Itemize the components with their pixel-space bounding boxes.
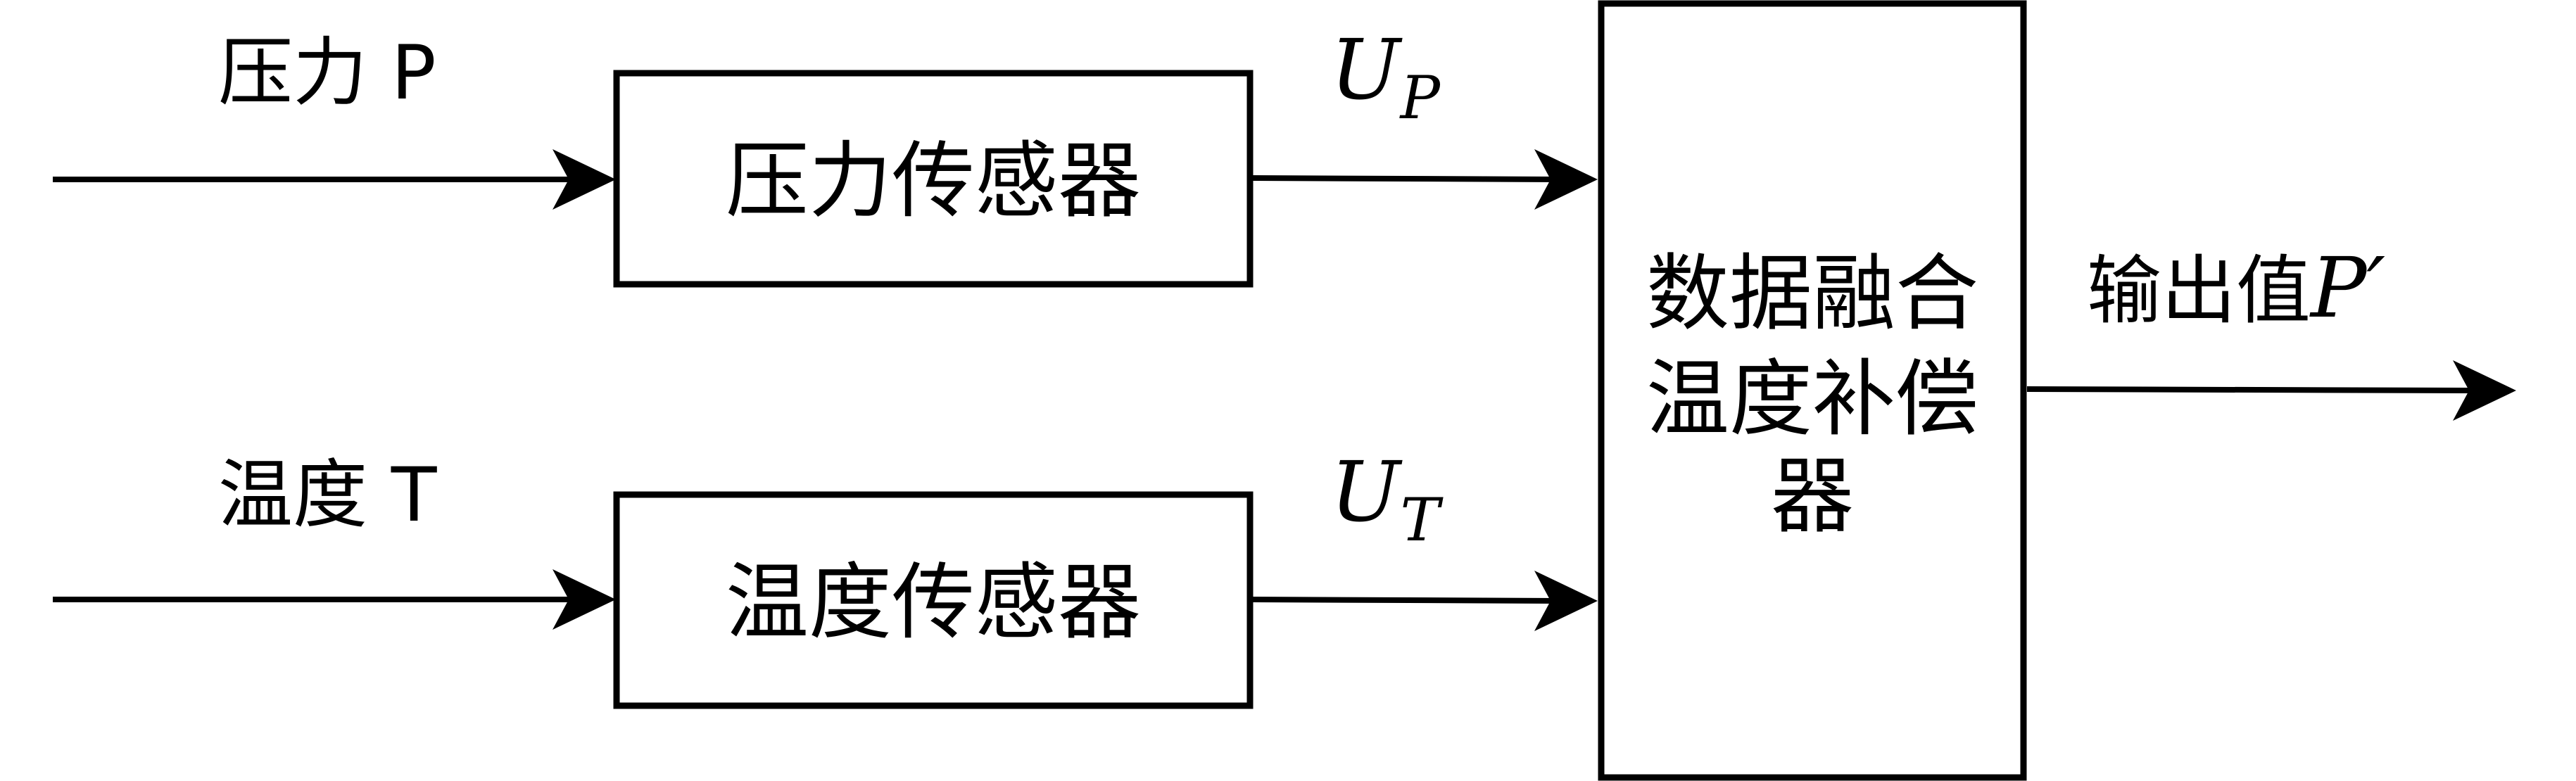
temperature-input-arrow — [53, 569, 616, 630]
fusion-label-line3: 器 — [1771, 447, 1854, 545]
temperature-signal-label: UT — [1330, 443, 1444, 554]
output-arrow — [2026, 360, 2516, 421]
fusion-compensator-box: 数据融合 温度补偿 器 — [1598, 0, 2027, 781]
pressure-signal-arrow — [1252, 149, 1598, 210]
output-label: 输出值P′ — [2087, 239, 2385, 336]
pressure-signal-main: U — [1330, 21, 1403, 118]
pressure-sensor-box: 压力传感器 — [613, 70, 1254, 288]
temperature-signal-arrow — [1252, 571, 1598, 631]
input-pressure-label: 压力 P — [218, 30, 436, 116]
temperature-signal-main: U — [1330, 443, 1403, 540]
output-symbol: P′ — [2309, 239, 2385, 336]
pressure-signal-label: UP — [1330, 21, 1441, 132]
pressure-sensor-label: 压力传感器 — [726, 132, 1141, 229]
temperature-sensor-box: 温度传感器 — [613, 491, 1254, 709]
input-temperature-label: 温度 T — [218, 452, 438, 538]
pressure-signal-subscript: P — [1399, 63, 1441, 132]
temperature-signal-subscript: T — [1400, 485, 1444, 554]
fusion-label-line1: 数据融合 — [1646, 245, 1978, 342]
pressure-input-arrow — [53, 149, 616, 210]
temperature-sensor-label: 温度传感器 — [726, 554, 1141, 651]
fusion-label-line2: 温度补偿 — [1646, 350, 1978, 447]
output-label-text: 输出值 — [2087, 248, 2311, 334]
